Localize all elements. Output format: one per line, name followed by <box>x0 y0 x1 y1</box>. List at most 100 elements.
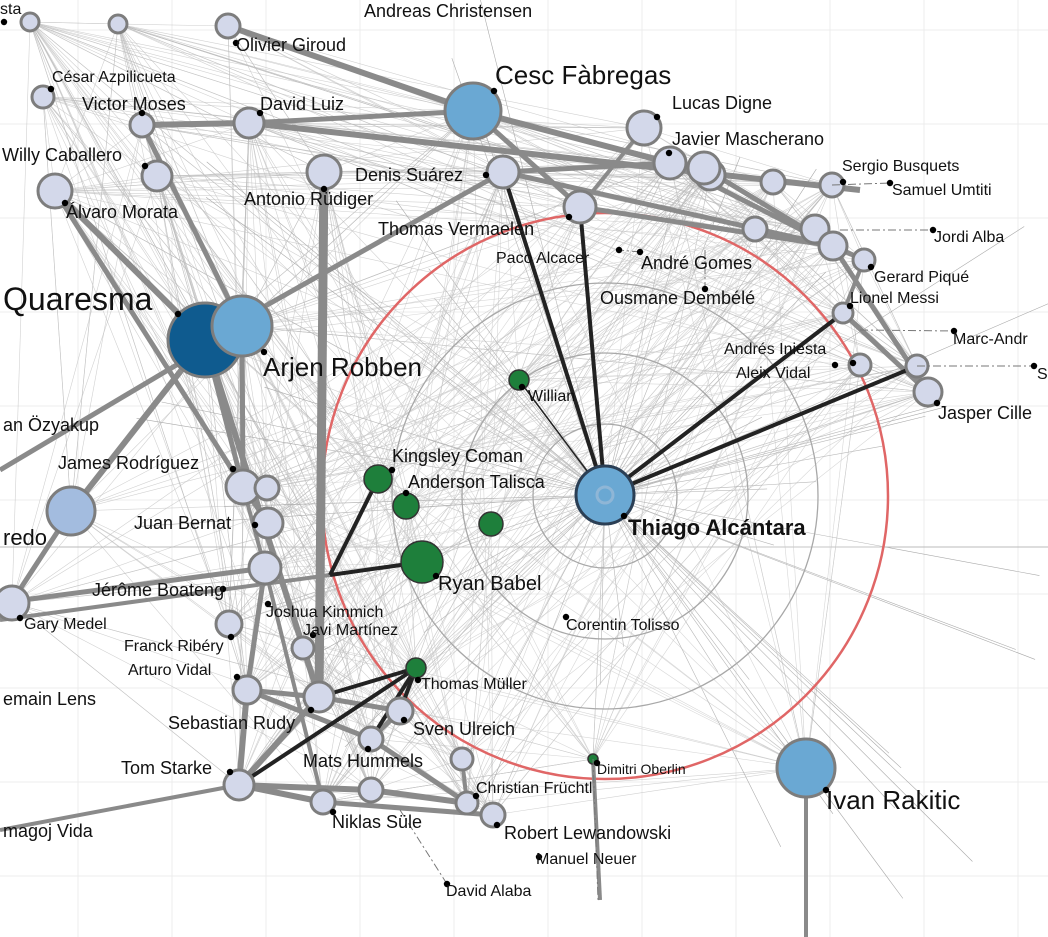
player-node[interactable] <box>775 737 837 799</box>
player-label[interactable]: Thomas Vermaelen <box>378 219 535 239</box>
player-node[interactable] <box>45 485 97 537</box>
player-label[interactable]: Victor Moses <box>82 94 186 114</box>
player-node[interactable] <box>686 150 722 186</box>
player-label[interactable]: Robert Lewandowski <box>504 823 672 843</box>
player-node[interactable] <box>912 376 944 408</box>
player-label[interactable]: Denis Suárez <box>355 165 464 185</box>
player-node[interactable] <box>562 189 598 225</box>
player-node[interactable] <box>741 215 769 243</box>
player-label[interactable]: Thiago Alcántara <box>628 515 806 540</box>
player-label[interactable]: redo <box>3 525 48 550</box>
player-label[interactable]: Mats Hummels <box>303 751 424 771</box>
player-node[interactable] <box>652 145 688 181</box>
player-label[interactable]: Samuel Umtiti <box>892 182 992 199</box>
player-label[interactable]: sta <box>0 1 22 18</box>
player-label[interactable]: André Gomes <box>641 253 753 273</box>
player-node[interactable] <box>309 788 337 816</box>
player-node[interactable] <box>231 674 263 706</box>
player-label[interactable]: Franck Ribéry <box>124 638 224 655</box>
player-node[interactable] <box>107 13 129 35</box>
connector-line <box>831 182 892 186</box>
player-node[interactable] <box>478 511 504 537</box>
player-node[interactable] <box>443 81 503 141</box>
player-node[interactable] <box>454 790 480 816</box>
player-node[interactable] <box>290 635 316 661</box>
player-label[interactable]: Gary Medel <box>24 616 107 633</box>
edge <box>466 767 807 804</box>
player-label[interactable]: Javi Martínez <box>303 622 399 639</box>
player-label[interactable]: Sven Ulreich <box>413 719 516 739</box>
player-label[interactable]: Aleix Vidal <box>736 365 811 382</box>
player-node[interactable] <box>759 168 787 196</box>
player-node[interactable] <box>210 294 274 358</box>
player-label[interactable]: Jordi Alba <box>934 229 1005 246</box>
player-node[interactable] <box>357 776 385 804</box>
player-label[interactable]: Sebastian Rudy <box>168 713 296 733</box>
player-label[interactable]: César Azpilicueta <box>52 69 176 86</box>
player-node[interactable] <box>400 540 444 584</box>
player-label[interactable]: Sergio Busquets <box>842 158 960 175</box>
player-node[interactable] <box>247 550 283 586</box>
player-label[interactable]: Marc-Andr <box>953 331 1028 348</box>
player-node[interactable] <box>574 464 636 526</box>
player-node[interactable] <box>214 12 242 40</box>
player-label[interactable]: Arjen Robben <box>263 352 422 382</box>
player-label[interactable]: Jasper Cille <box>938 403 1033 423</box>
player-label[interactable]: S <box>1037 366 1048 383</box>
player-label[interactable]: Willy Caballero <box>2 145 123 165</box>
player-label[interactable]: Lucas Digne <box>672 93 773 113</box>
player-node[interactable] <box>385 696 415 726</box>
player-label[interactable]: Ivan Rakitic <box>826 785 961 815</box>
player-node[interactable] <box>253 474 281 502</box>
player-node[interactable] <box>357 725 385 753</box>
player-node[interactable] <box>232 106 266 140</box>
player-label[interactable]: Corentin Tolisso <box>566 617 680 634</box>
player-label[interactable]: Tom Starke <box>121 758 213 778</box>
player-label[interactable]: Gerard Piqué <box>874 269 970 286</box>
player-node[interactable] <box>0 584 31 622</box>
player-label[interactable]: Niklas Süle <box>332 812 423 832</box>
player-label[interactable]: Antonio Rüdiger <box>244 189 374 209</box>
player-label[interactable]: Dimitri Oberlin <box>597 761 686 777</box>
player-label[interactable]: Andrés Iniesta <box>724 341 827 358</box>
player-label[interactable]: Lionel Messi <box>850 290 939 307</box>
player-label[interactable]: Arturo Vidal <box>128 662 212 679</box>
player-node[interactable] <box>449 746 475 772</box>
player-label[interactable]: Willian <box>528 388 576 405</box>
player-node[interactable] <box>817 230 849 262</box>
player-node[interactable] <box>140 159 174 193</box>
player-node[interactable] <box>847 352 873 378</box>
player-label[interactable]: Thomas Müller <box>421 676 527 693</box>
player-label[interactable]: Quaresma <box>3 281 153 317</box>
player-label[interactable]: David Luiz <box>260 94 345 114</box>
player-node[interactable] <box>363 464 393 494</box>
player-label[interactable]: Javier Mascherano <box>672 129 825 149</box>
player-label[interactable]: Kingsley Coman <box>392 446 524 466</box>
player-node[interactable] <box>36 172 74 210</box>
player-node[interactable] <box>222 768 256 802</box>
player-label[interactable]: Olivier Giroud <box>236 35 347 55</box>
player-node[interactable] <box>19 11 41 33</box>
player-label[interactable]: Paco Alcacer <box>496 250 590 267</box>
player-label[interactable]: Joshua Kimmich <box>266 604 384 621</box>
player-label[interactable]: Ousmane Dembélé <box>600 288 756 308</box>
player-node[interactable] <box>30 84 56 110</box>
player-label[interactable]: Ryan Babel <box>438 573 542 595</box>
player-label[interactable]: Andreas Christensen <box>364 1 533 21</box>
player-label[interactable]: Christian Früchtl <box>476 780 593 797</box>
player-node[interactable] <box>625 109 663 147</box>
player-label[interactable]: Manuel Neuer <box>536 851 637 868</box>
player-node[interactable] <box>302 680 336 714</box>
player-label[interactable]: Álvaro Morata <box>66 202 179 222</box>
player-label[interactable]: Anderson Talisca <box>408 472 545 492</box>
player-label[interactable]: Cesc Fàbregas <box>495 60 672 90</box>
player-label[interactable]: David Alaba <box>446 883 532 900</box>
player-label[interactable]: James Rodríguez <box>58 453 200 473</box>
player-node[interactable] <box>479 801 507 829</box>
player-label[interactable]: Jérôme Boateng <box>92 580 225 600</box>
player-label[interactable]: an Özyakup <box>3 415 100 435</box>
player-label[interactable]: Juan Bernat <box>134 513 232 533</box>
player-label[interactable]: magoj Vida <box>3 821 93 841</box>
player-label[interactable]: emain Lens <box>3 689 97 709</box>
